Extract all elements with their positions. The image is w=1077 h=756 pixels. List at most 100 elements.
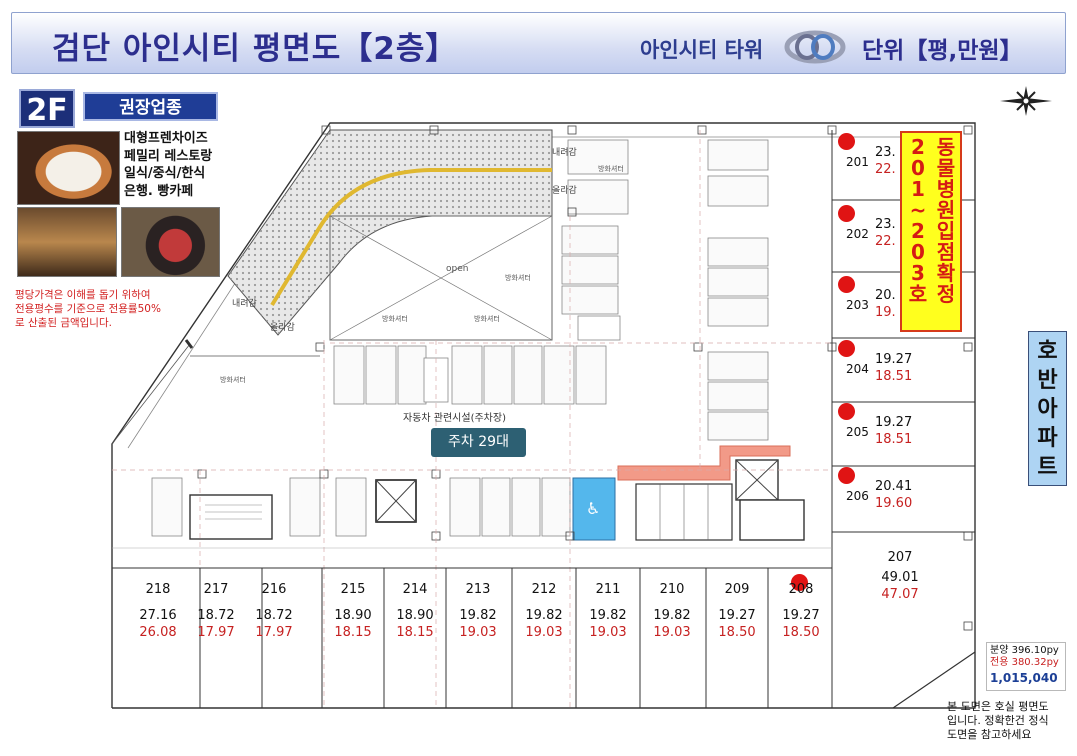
unit-number: 202: [846, 227, 869, 241]
food-photo-pasta: [17, 131, 120, 205]
adjacent-char: 아: [1037, 397, 1058, 422]
elevator-icon: [375, 479, 417, 523]
reserved-dot-icon: [838, 276, 855, 293]
firewall-label: 방화셔터: [474, 315, 500, 323]
svg-text:♿: ♿: [586, 499, 600, 518]
brand-logo-icon: [784, 30, 846, 64]
unit-label: 단위【평,만원】: [862, 38, 1023, 64]
unit-net-area: 19.03: [653, 625, 691, 640]
disclaimer: 본 도면은 호실 평면도 입니다. 정확한건 정식 도면을 참고하세요: [947, 700, 1049, 742]
disclaimer-line: 도면을 참고하세요: [947, 728, 1032, 741]
notice-char: 0: [911, 156, 925, 180]
total-price: 1,015,040: [990, 671, 1058, 685]
unit-net-area: 22.: [875, 234, 896, 249]
notice-char: 원: [936, 198, 956, 222]
adjacent-char: 반: [1037, 368, 1058, 393]
unit-area: 20.41: [875, 479, 913, 494]
unit-area: 18.72: [255, 608, 293, 623]
unit-net-area: 19.03: [459, 625, 497, 640]
unit-area: 19.82: [525, 608, 563, 623]
unit-number: 218: [145, 582, 171, 597]
notice-char: 호: [908, 282, 928, 306]
unit-area: 19.27: [875, 352, 913, 367]
unit-area: 20.: [875, 288, 896, 303]
unit-area: 27.16: [139, 608, 177, 623]
firewall-label: 방화셔터: [220, 376, 246, 384]
page-title: 검단 아인시티 평면도【2층】: [52, 31, 458, 67]
notice-char: 물: [936, 156, 956, 180]
recommended-business-list: 대형프렌차이즈 페밀리 레스토랑 일식/중식/한식 은행. 빵카페: [124, 130, 212, 200]
notice-char: 점: [936, 240, 956, 264]
firewall-label: 방화셔터: [382, 315, 408, 323]
unit-area: 19.82: [589, 608, 627, 623]
brand-name: 아인시티 타워: [640, 38, 764, 62]
unit-number: 214: [402, 582, 428, 597]
firewall-label: 방화셔터: [598, 165, 624, 173]
parking-facility-label: 자동차 관련시설(주차장): [403, 413, 506, 424]
notice-char: 동: [936, 135, 956, 159]
adjacent-char: 트: [1037, 455, 1058, 480]
unit-area: 18.90: [396, 608, 434, 623]
unit-net-area: 19.: [875, 305, 896, 320]
ramp-label: 내려감: [232, 299, 257, 309]
bottom-unit-strip: [112, 532, 833, 708]
totals-box: 분양 396.10py 전용 380.32py 1,015,040: [986, 642, 1066, 691]
building-outline: [111, 122, 976, 709]
unit-area: 19.27: [782, 608, 820, 623]
unit-number: 217: [203, 582, 229, 597]
unit-area: 23.: [875, 145, 896, 160]
unit-number: 212: [531, 582, 557, 597]
ramp-centerline: [270, 168, 552, 307]
unit-area: 19.82: [459, 608, 497, 623]
notice-char: 정: [936, 282, 956, 306]
unit-net-area: 19.03: [525, 625, 563, 640]
parking-count-badge: 주차 29대: [431, 428, 526, 457]
parking-bays-bottom: [151, 477, 571, 537]
compass-icon: [1000, 86, 1052, 116]
price-note-line: 로 산출된 금액입니다.: [15, 317, 112, 329]
firewall-label: 방화셔터: [505, 274, 531, 282]
unit-area: 19.27: [718, 608, 756, 623]
parking-bays-middle: [333, 345, 607, 405]
unit-net-area: 47.07: [881, 587, 919, 602]
unit-number: 209: [724, 582, 750, 597]
unit-number: 204: [846, 362, 869, 376]
unit-area: 18.90: [334, 608, 372, 623]
parking-bays-top: [561, 139, 769, 441]
notice-char: 2: [911, 219, 925, 243]
reserved-dot-icon: [838, 403, 855, 420]
header-bar: [11, 12, 1066, 74]
business-item: 대형프렌차이즈: [124, 131, 208, 146]
business-item: 일식/중식/한식: [124, 166, 206, 181]
disclaimer-line: 입니다. 정확한건 정식: [947, 714, 1049, 727]
notice-char: 1: [911, 177, 925, 201]
reserved-dot-icon: [838, 340, 855, 357]
unit-number: 211: [595, 582, 621, 597]
unit-net-area: 17.97: [255, 625, 293, 640]
unit-number: 206: [846, 489, 869, 503]
ramp-label: 올라감: [270, 323, 295, 333]
floor-badge: 2F: [19, 89, 75, 128]
price-note: 평당가격은 이해를 돕기 위하여 전용평수를 기준으로 전용률50% 로 산출된…: [15, 288, 161, 330]
unit-number: 210: [659, 582, 685, 597]
adjacent-char: 호: [1037, 339, 1058, 364]
food-photo-restaurant: [17, 207, 117, 277]
business-item: 은행. 빵카페: [124, 183, 194, 199]
ramp-label: 내려감: [552, 148, 577, 158]
unit-net-area: 22.: [875, 162, 896, 177]
business-item: 페밀리 레스토랑: [124, 148, 213, 164]
food-photo-bbq: [121, 207, 220, 277]
unit-area: 18.72: [197, 608, 235, 623]
open-void: [329, 215, 553, 341]
recommended-business-badge: 권장업종: [83, 92, 218, 121]
reserved-dot-icon: [791, 574, 808, 591]
unit-net-area: 18.15: [334, 625, 372, 640]
unit-net-area: 17.97: [197, 625, 235, 640]
reserved-dot-icon: [838, 205, 855, 222]
unit-net-area: 19.60: [875, 496, 913, 511]
